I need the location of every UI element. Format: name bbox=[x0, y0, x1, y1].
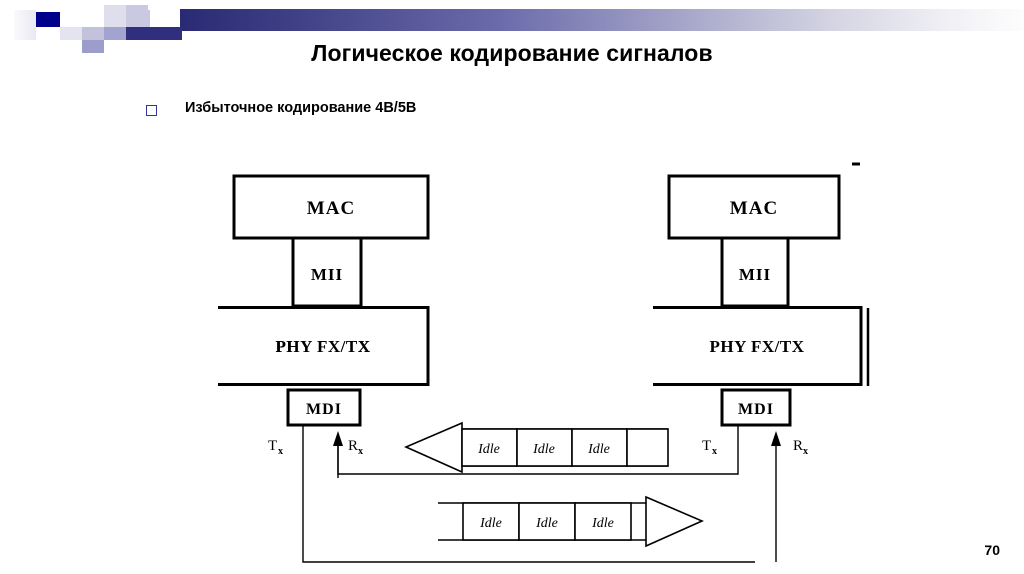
idle-cell-label: Idle bbox=[477, 442, 500, 457]
right-tx-wire bbox=[337, 425, 739, 475]
deco-square bbox=[36, 27, 60, 40]
right-mdi-label: MDI bbox=[738, 401, 774, 418]
right-mii-label: MII bbox=[739, 265, 771, 284]
idle-cell bbox=[574, 502, 632, 541]
left-rx-label: R bbox=[348, 438, 358, 454]
left-tx-sublabel: x bbox=[278, 446, 283, 457]
right-mac-label: MAC bbox=[730, 198, 778, 219]
right-tx-sublabel: x bbox=[712, 446, 717, 457]
deco-square bbox=[104, 27, 126, 40]
upper-idle-frame: Idle Idle Idle bbox=[404, 421, 669, 474]
bullet-square-icon bbox=[146, 105, 157, 116]
right-tx-label: T bbox=[702, 438, 711, 454]
deco-square bbox=[126, 5, 150, 27]
idle-cell-label: Idle bbox=[532, 442, 555, 457]
left-mac-label: MAC bbox=[307, 198, 355, 219]
right-rx-label: R bbox=[793, 438, 803, 454]
left-mdi-label: MDI bbox=[306, 401, 342, 418]
deco-square bbox=[148, 5, 180, 10]
idle-cell-label: Idle bbox=[591, 516, 614, 531]
page-number: 70 bbox=[984, 542, 1000, 558]
idle-cell-label: Idle bbox=[535, 516, 558, 531]
bullet-item-label: Избыточное кодирование 4В/5В bbox=[185, 100, 417, 116]
deco-square bbox=[60, 10, 82, 27]
left-phy-outline-redraw bbox=[218, 306, 430, 386]
bullet-item: Избыточное кодирование 4В/5В bbox=[146, 100, 416, 116]
left-phy-label-overlay: PHY FX/TX bbox=[275, 337, 370, 356]
left-mii-block bbox=[291, 236, 363, 308]
left-rx-sublabel: x bbox=[358, 446, 363, 457]
deco-square bbox=[104, 5, 126, 27]
page-title: Логическое кодирование сигналов bbox=[311, 40, 713, 66]
idle-cell-empty bbox=[626, 428, 669, 467]
idle-cell bbox=[518, 502, 576, 541]
phy-inner-fill bbox=[295, 310, 359, 382]
left-rx-arrowhead-icon bbox=[333, 431, 343, 446]
right-mac-block bbox=[667, 174, 841, 240]
deco-square bbox=[60, 27, 82, 40]
idle-cell-label: Idle bbox=[479, 516, 502, 531]
deco-square bbox=[36, 12, 60, 27]
left-tx-wire bbox=[302, 425, 755, 563]
deco-square bbox=[14, 10, 36, 40]
right-phy-inner-fill bbox=[724, 310, 786, 382]
header-decoration bbox=[0, 0, 1024, 53]
right-phy-label: PHY FX/TX bbox=[709, 337, 804, 356]
idle-cell bbox=[571, 428, 628, 467]
deco-square bbox=[82, 27, 104, 40]
lower-frame-arrowhead-icon bbox=[645, 495, 704, 548]
left-mac-block bbox=[232, 174, 430, 240]
left-mii-label: MII bbox=[311, 265, 343, 284]
right-phy-outline bbox=[653, 306, 863, 386]
header-gradient-bar bbox=[180, 9, 1024, 31]
upper-frame-arrowhead-icon bbox=[404, 421, 463, 474]
right-rx-arrowhead-icon bbox=[771, 431, 781, 446]
deco-square bbox=[82, 40, 104, 53]
right-rx-sublabel: x bbox=[803, 446, 808, 457]
left-tx-label: T bbox=[268, 438, 277, 454]
deco-square bbox=[126, 40, 182, 46]
idle-cell bbox=[516, 428, 573, 467]
left-mdi-block bbox=[286, 388, 362, 427]
lower-idle-frame: Idle Idle Idle bbox=[438, 495, 704, 548]
deco-square bbox=[126, 27, 182, 40]
right-mdi-block bbox=[720, 388, 792, 427]
idle-cell-label: Idle bbox=[587, 442, 610, 457]
